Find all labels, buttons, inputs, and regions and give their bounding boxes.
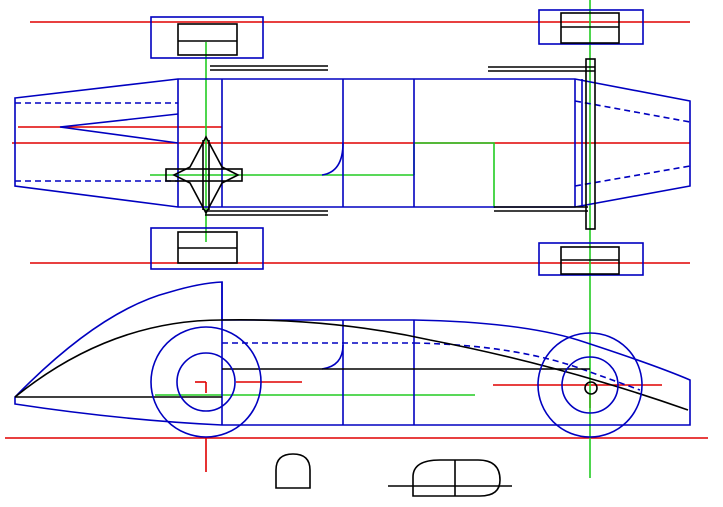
top-wheel-rear-right	[538, 242, 644, 276]
side-rear-wheel	[537, 332, 643, 438]
top-wheel-front-right	[150, 227, 264, 270]
green-guide-lines	[150, 0, 591, 478]
top-nose-taper	[59, 113, 179, 144]
side-view	[14, 281, 691, 438]
top-cockpit-guide-step	[413, 142, 495, 208]
side-front-wheel	[150, 326, 262, 438]
side-hull-curve	[14, 319, 689, 411]
cross-sections	[275, 453, 512, 497]
top-dash-lower-rear	[574, 165, 691, 187]
top-wheel-rear-left	[538, 9, 644, 45]
top-view	[14, 9, 691, 276]
front-axle-beam	[165, 168, 243, 182]
red-reference-lines	[5, 21, 708, 472]
rear-cross-section	[388, 459, 512, 497]
rear-axle-bar	[585, 58, 596, 230]
top-cockpit-fillet	[321, 142, 344, 176]
top-wheel-front-left	[150, 16, 264, 59]
top-body-outline	[14, 78, 691, 208]
front-cross-section-arch	[275, 453, 311, 489]
side-cockpit-fillet	[321, 344, 344, 370]
side-body-outline	[14, 281, 691, 426]
top-dash-upper-rear	[574, 100, 691, 123]
